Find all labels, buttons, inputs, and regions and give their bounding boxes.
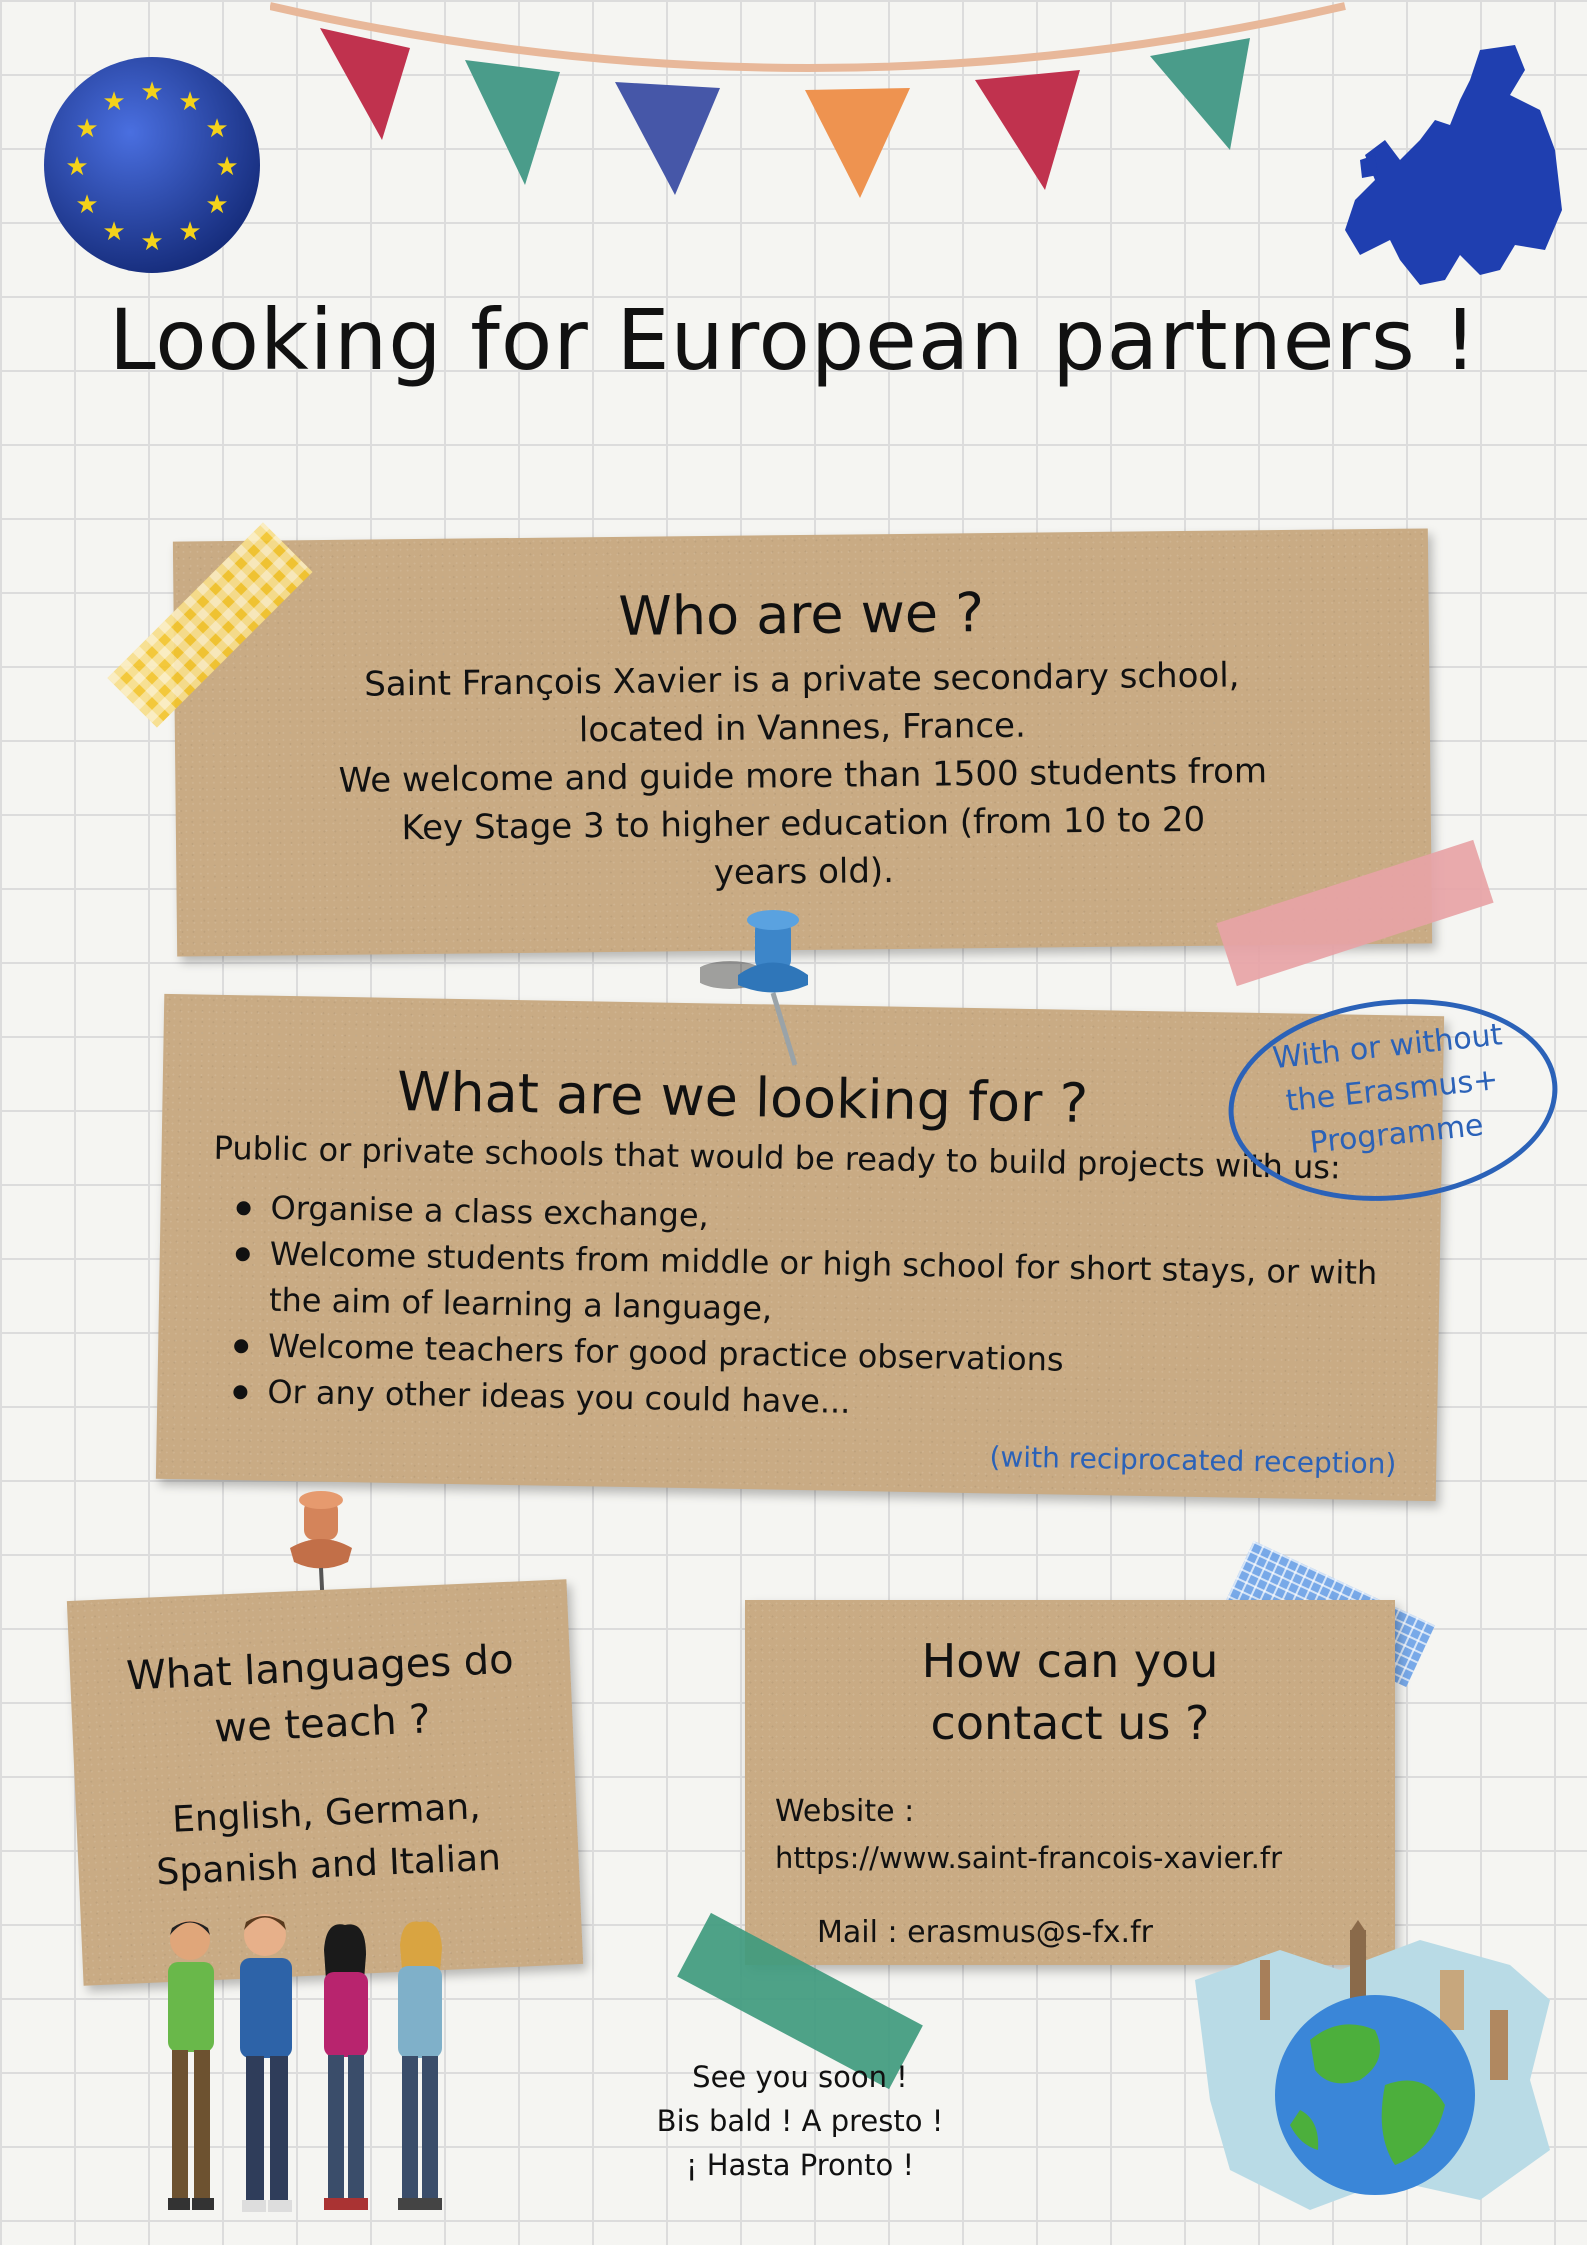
europe-map-icon	[1345, 45, 1562, 285]
svg-text:★: ★	[215, 152, 238, 182]
who-text: Saint François Xavier is a private secon…	[174, 649, 1431, 902]
reciprocated-note: (with reciprocated reception)	[989, 1440, 1397, 1481]
bunting-decoration	[270, 2, 1346, 198]
mail-address[interactable]: Mail : erasmus@s-fx.fr	[817, 1915, 1153, 1950]
farewell-line: See you soon !	[692, 2060, 908, 2094]
svg-text:★: ★	[65, 152, 88, 182]
svg-text:★: ★	[178, 87, 201, 117]
svg-text:★: ★	[205, 190, 228, 220]
website-label: Website :	[775, 1794, 915, 1829]
farewell-line: ¡ Hasta Pronto !	[685, 2148, 915, 2182]
svg-text:★: ★	[75, 190, 98, 220]
students-illustration	[168, 1914, 442, 2212]
push-pin-icon	[290, 1491, 352, 1631]
svg-text:★: ★	[102, 217, 125, 247]
who-heading: Who are we ?	[618, 581, 985, 648]
erasmus-note-text: With or without the Erasmus+ Programme	[1270, 1017, 1504, 1161]
farewell-line: Bis bald ! A presto !	[656, 2104, 944, 2138]
push-pin-icon	[700, 910, 808, 1066]
svg-text:★: ★	[75, 114, 98, 144]
svg-text:★: ★	[102, 87, 125, 117]
farewell-text: See you soon ! Bis bald ! A presto ! ¡ H…	[600, 2055, 1000, 2187]
svg-text:★: ★	[205, 114, 228, 144]
website-link[interactable]: https://www.saint-francois-xavier.fr	[775, 1841, 1283, 1875]
page-title: Looking for European partners !	[108, 291, 1479, 389]
who-card: Who are we ? Saint François Xavier is a …	[172, 528, 1433, 957]
eu-flag-globe-icon: ★★★ ★★★ ★★★ ★★★	[44, 57, 260, 273]
languages-heading: What languages do we teach ?	[125, 1636, 515, 1752]
contact-card: How can you contact us ? Website : https…	[745, 1600, 1395, 1965]
looking-list: Organise a class exchange, Welcome stude…	[227, 1184, 1381, 1434]
svg-text:★: ★	[140, 227, 163, 257]
world-globe-landmarks-icon	[1195, 1920, 1550, 2210]
languages-text: English, German, Spanish and Italian	[155, 1786, 502, 1894]
svg-text:★: ★	[140, 77, 163, 107]
svg-text:★: ★	[178, 217, 201, 247]
contact-heading: How can you contact us ?	[921, 1634, 1219, 1750]
